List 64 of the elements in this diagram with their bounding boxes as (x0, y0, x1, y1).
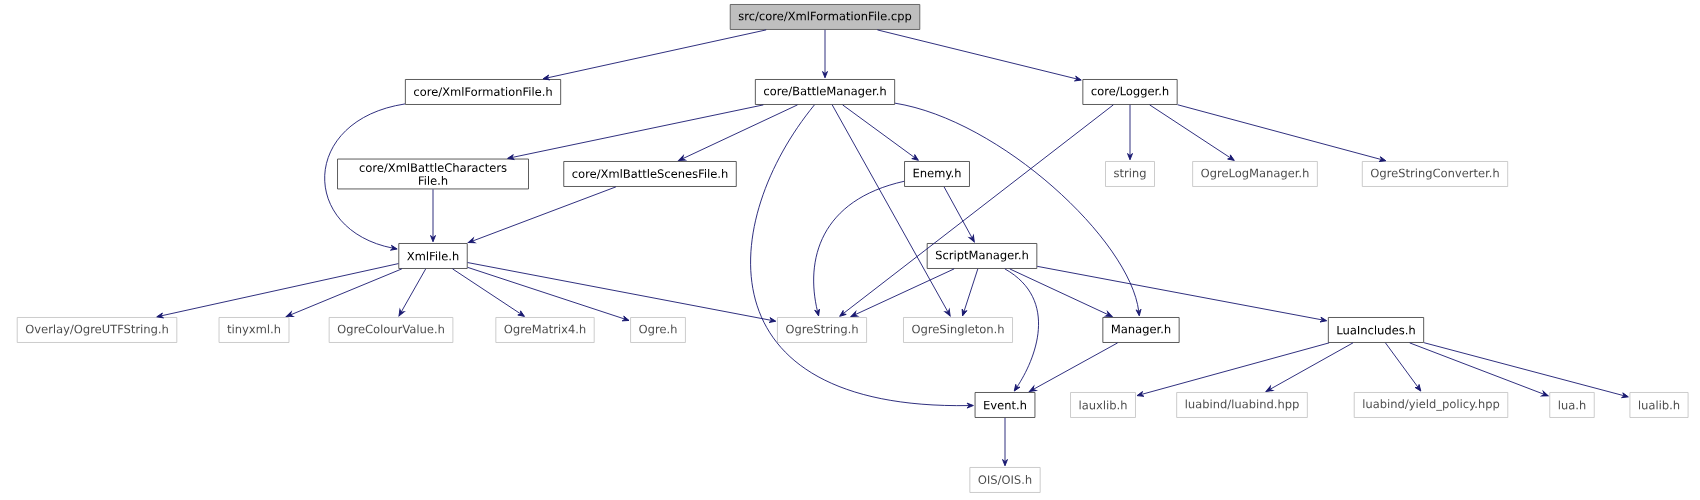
arrow (1423, 342, 1629, 399)
arrow (876, 29, 1082, 82)
arrow (285, 268, 403, 318)
file-box: Ogre.h (630, 317, 686, 343)
arrow (822, 29, 828, 79)
arrow (842, 104, 919, 161)
file-box: luabind/yield_policy.hpp (1353, 392, 1509, 418)
file-box: core/Logger.h (1082, 79, 1178, 105)
arrow (1409, 342, 1549, 397)
file-box: OgreColourValue.h (328, 317, 454, 343)
arrow (943, 186, 975, 243)
arrow (467, 266, 630, 322)
file-box: core/XmlBattleCharacters File.h (337, 158, 529, 190)
arrow (1036, 265, 1328, 323)
arrow (452, 268, 525, 317)
file-box: OgreString.h (777, 317, 867, 343)
arrow (1177, 104, 1387, 162)
arrow (1029, 342, 1119, 392)
file-box: Overlay/OgreUTFString.h (16, 317, 178, 343)
arrow (156, 263, 399, 319)
arrow (467, 262, 777, 323)
file-box: OgreMatrix4.h (495, 317, 595, 343)
arrow (678, 104, 798, 161)
file-box: core/XmlBattleScenesFile.h (563, 161, 737, 187)
arrow (1385, 342, 1422, 392)
file-box: ScriptManager.h (926, 243, 1038, 269)
file-box: src/core/XmlFormationFile.cpp (729, 4, 921, 30)
file-box: lualib.h (1629, 392, 1689, 418)
arrow (831, 104, 951, 317)
arrow (430, 188, 436, 243)
file-box: lauxlib.h (1070, 392, 1136, 418)
arrow (894, 102, 1142, 317)
arrow (750, 104, 974, 409)
file-box: string (1105, 161, 1155, 187)
arrow (850, 268, 955, 317)
arrow (1009, 268, 1113, 317)
arrow (1149, 104, 1235, 161)
file-box: OgreSingleton.h (903, 317, 1013, 343)
file-box: OIS/OIS.h (969, 467, 1041, 493)
arrow (398, 268, 427, 317)
file-box: XmlFile.h (398, 243, 468, 269)
file-box: tinyxml.h (218, 317, 290, 343)
file-box: Manager.h (1102, 317, 1180, 343)
arrow (839, 104, 1114, 317)
arrow (467, 186, 617, 244)
arrow (324, 103, 406, 251)
arrow (1127, 104, 1133, 161)
file-box: Event.h (974, 392, 1036, 418)
file-box: luabind/luabind.hpp (1176, 392, 1308, 418)
arrow (1265, 342, 1354, 392)
arrow (1004, 268, 1039, 392)
file-box: OgreLogManager.h (1192, 161, 1318, 187)
file-box: OgreStringConverter.h (1361, 161, 1509, 187)
file-box: LuaIncludes.h (1327, 317, 1425, 343)
arrow (507, 104, 764, 160)
arrow (813, 180, 905, 317)
arrow (961, 268, 979, 317)
file-box: core/XmlFormationFile.h (404, 79, 562, 105)
file-box: core/BattleManager.h (754, 79, 896, 105)
file-box: lua.h (1549, 392, 1595, 418)
file-box: Enemy.h (904, 161, 970, 187)
arrow (542, 29, 767, 81)
arrow (1002, 417, 1008, 467)
arrow (1136, 342, 1330, 397)
